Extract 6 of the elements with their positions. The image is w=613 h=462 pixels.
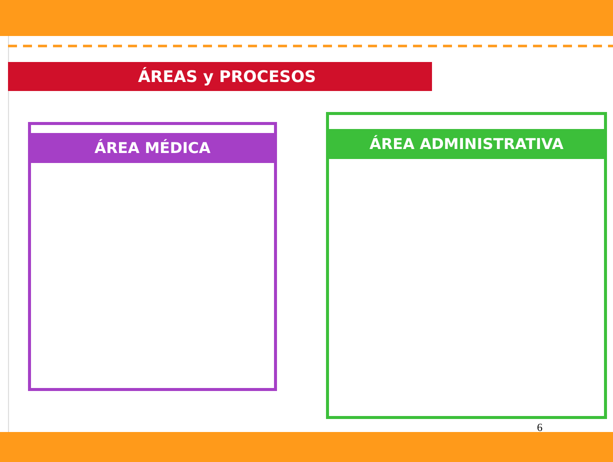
panel-heading: ÁREA MÉDICA	[31, 133, 274, 163]
title-banner: ÁREAS y PROCESOS	[8, 62, 432, 91]
page-number: 6	[537, 422, 542, 434]
panel-heading: ÁREA ADMINISTRATIVA	[329, 129, 604, 159]
area-panel	[28, 122, 277, 391]
area-panel	[326, 112, 607, 419]
